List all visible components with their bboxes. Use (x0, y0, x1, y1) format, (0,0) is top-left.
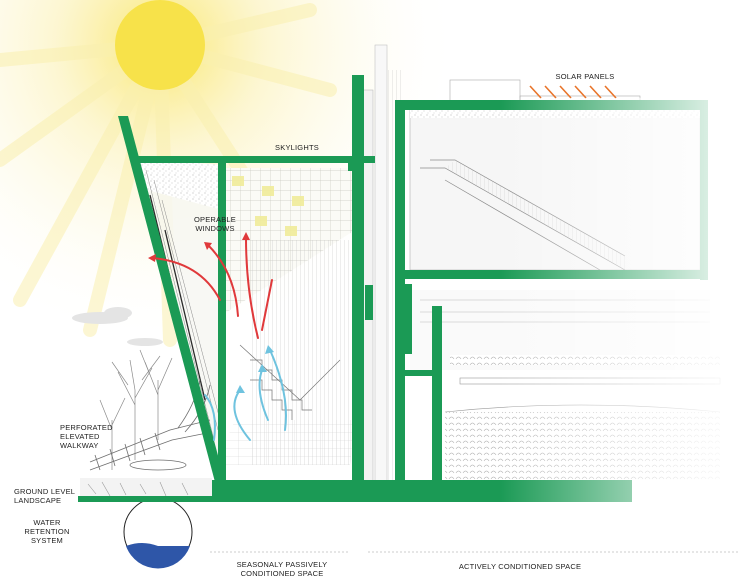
solar-panel-icon (529, 85, 617, 99)
seasonal-space-label: SEASONALY PASSIVELY CONDITIONED SPACE (236, 560, 328, 578)
warm-air-arrowheads (148, 232, 250, 262)
cool-air-arrow-icon (204, 349, 287, 441)
water-tank-icon (123, 497, 193, 569)
walkway (89, 379, 213, 471)
cool-air-arrowheads (236, 345, 274, 393)
operable-windows-label: OPERABLE WINDOWS (193, 215, 237, 233)
glass-facade (128, 118, 225, 470)
perforated-walkway-label: PERFORATED ELEVATED WALKWAY (60, 423, 113, 450)
ground-landscape (80, 478, 212, 500)
ground-level-label: GROUND LEVEL LANDSCAPE (14, 487, 76, 505)
sun-icon (115, 0, 205, 90)
warm-air-arrow-icon (151, 237, 273, 339)
cloud-icon (72, 307, 163, 346)
skylights-label: SKYLIGHTS (275, 143, 319, 152)
right-fade (500, 98, 750, 508)
active-space-label: ACTIVELY CONDITIONED SPACE (458, 562, 582, 571)
water-retention-label: WATER RETENTION SYSTEM (24, 518, 70, 545)
solar-panels-label: SOLAR PANELS (555, 72, 615, 81)
